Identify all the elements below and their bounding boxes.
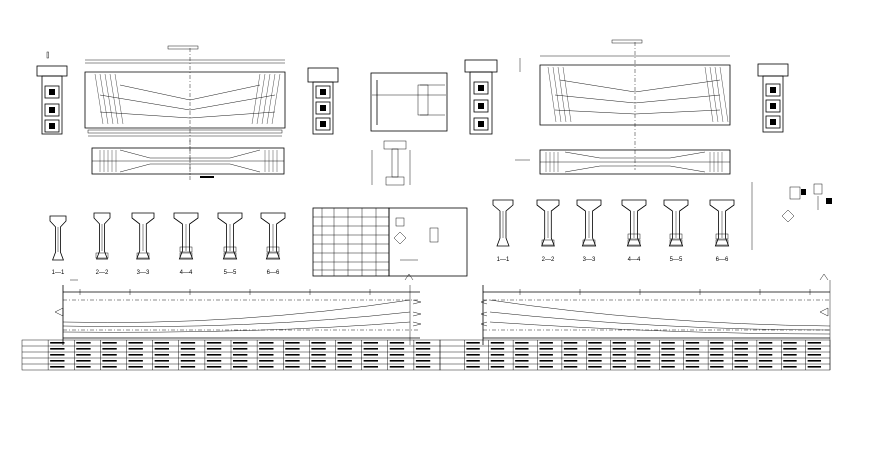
section-label: 5—5 <box>224 270 237 276</box>
top-section-labels: 1—1 2—2 3—3 4—4 5—5 6—6 <box>52 270 280 276</box>
girder-section <box>173 212 199 260</box>
section-label: 2—2 <box>96 270 109 276</box>
far-right-column <box>757 63 789 133</box>
left-beam-plan <box>91 140 285 180</box>
girder-section <box>621 199 647 247</box>
left-beam-elevation <box>84 45 286 175</box>
section-label: 3—3 <box>137 270 150 276</box>
girder-section <box>260 212 286 260</box>
mid-left-column <box>307 67 339 135</box>
right-section-labels: 1—1 2—2 3—3 4—4 5—5 6—6 <box>497 257 729 263</box>
section-label: 4—4 <box>628 257 641 263</box>
left-long-beam <box>54 273 422 345</box>
section-label: 1—1 <box>497 257 510 263</box>
section-label: 1—1 <box>52 270 65 276</box>
girder-section <box>663 199 689 247</box>
right-beam-plan <box>515 149 731 175</box>
girder-section <box>93 212 111 260</box>
left-pier-column <box>36 51 68 135</box>
girder-section <box>217 212 243 260</box>
left-data-table <box>21 339 441 371</box>
right-data-table <box>439 339 831 371</box>
top-section-row <box>49 212 286 261</box>
girder-section <box>492 199 514 247</box>
section-label: 6—6 <box>716 257 729 263</box>
section-label: 6—6 <box>267 270 280 276</box>
girder-section <box>709 199 735 247</box>
right-beam-elevation <box>519 39 731 170</box>
right-section-row <box>492 199 735 247</box>
detail-block-icon <box>751 182 832 250</box>
right-pier-column <box>464 59 498 135</box>
girder-side-view <box>370 72 448 186</box>
girder-section <box>576 199 602 247</box>
right-long-beam <box>480 273 831 370</box>
section-label: 3—3 <box>583 257 596 263</box>
section-label: 5—5 <box>670 257 683 263</box>
girder-section <box>536 199 560 247</box>
girder-section <box>49 215 67 261</box>
girder-section <box>131 212 155 260</box>
schedule-table <box>312 207 468 277</box>
section-label: 4—4 <box>180 270 193 276</box>
section-label: 2—2 <box>542 257 555 263</box>
